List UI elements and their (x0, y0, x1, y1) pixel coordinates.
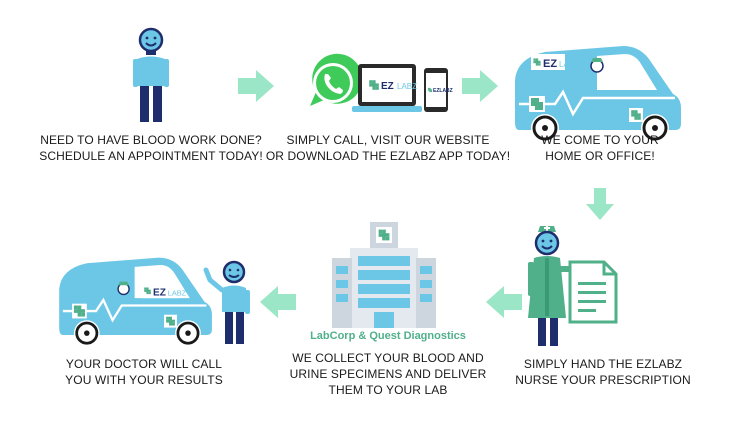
step-4-caption: SIMPLY HAND THE EZLABZ NURSE YOUR PRESCR… (515, 357, 691, 387)
svg-text:EZ: EZ (381, 81, 394, 92)
van-figure-step3: EZ LABZ (515, 46, 681, 142)
van-figure-step6: EZ LABZ (59, 258, 212, 346)
step-5-caption: WE COLLECT YOUR BLOOD AND URINE SPECIMEN… (289, 351, 487, 397)
laptop-icon: EZ LABZ (352, 64, 422, 112)
step-6-caption: YOUR DOCTOR WILL CALL YOU WITH YOUR RESU… (65, 357, 223, 387)
arrow-down (586, 188, 614, 220)
svg-text:EZLABZ: EZLABZ (433, 88, 453, 94)
prescription-document-icon (568, 260, 618, 324)
svg-text:LABZ: LABZ (559, 60, 579, 69)
svg-text:EZ: EZ (153, 287, 166, 298)
nurse-figure-step4 (528, 225, 618, 346)
step-3-caption: WE COME TO YOUR HOME OR OFFICE! (541, 133, 659, 163)
arrow-left-1 (486, 286, 522, 318)
svg-text:LABZ: LABZ (397, 82, 417, 91)
lab-label: LabCorp & Quest Diagnostics (310, 330, 466, 342)
step-2-caption: SIMPLY CALL, VISIT OUR WEBSITE OR DOWNLO… (265, 133, 511, 163)
person-figure-step1 (133, 27, 169, 122)
arrow-right-1 (238, 70, 274, 102)
devices-figure-step2: EZ LABZ EZLABZ (310, 53, 453, 112)
phone-icon: EZLABZ (424, 68, 453, 112)
lab-building-figure-step5 (332, 222, 436, 328)
arrow-right-2 (462, 70, 498, 102)
whatsapp-icon (310, 53, 363, 106)
step-1-caption: NEED TO HAVE BLOOD WORK DONE? SCHEDULE A… (39, 133, 263, 163)
svg-text:EZ: EZ (543, 58, 557, 70)
arrow-left-2 (260, 286, 296, 318)
svg-text:LABZ: LABZ (168, 288, 187, 297)
waving-person-figure-step6 (203, 260, 250, 344)
